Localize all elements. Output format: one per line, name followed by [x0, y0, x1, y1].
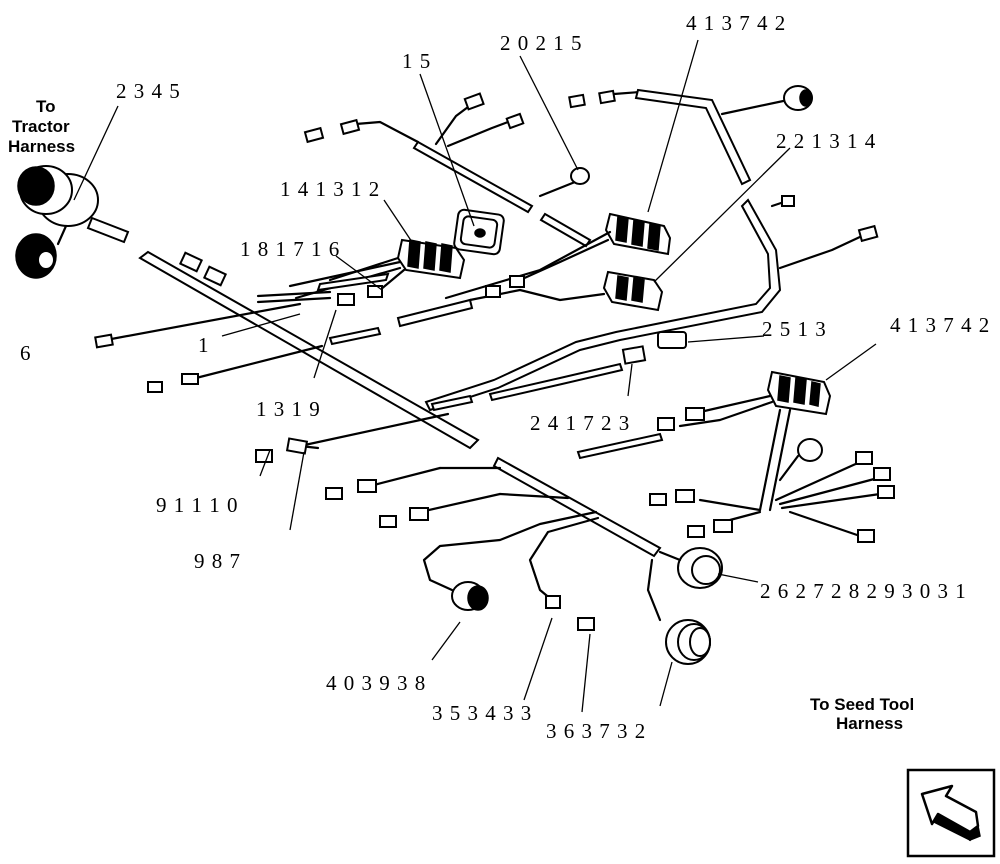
callout-2-3-4-5: 2 3 4 5: [116, 79, 181, 103]
leader-lines: [73, 39, 877, 713]
callout-41-37-42-lower: 4 1 3 7 4 2: [890, 313, 990, 337]
seed-tool-harness-label: To Seed Tool Harness: [810, 695, 914, 733]
top-connectors: [303, 89, 642, 185]
callout-26-27-28-29-30-31: 2 6 2 7 2 8 2 9 3 0 3 1: [760, 579, 967, 603]
seed-label-line1: To Seed Tool: [810, 695, 914, 714]
callout-1-5: 1 5: [402, 49, 431, 73]
callout-14-13-12: 1 4 1 3 1 2: [280, 177, 380, 201]
callouts: 2 3 4 5 1 5 2 0 2 1 5 4 1 3 7 4 2 2 2 1 …: [20, 11, 990, 743]
tractor-label-line2: Tractor: [12, 117, 70, 136]
tractor-label-line3: Harness: [8, 137, 75, 156]
callout-41-37-42-top: 4 1 3 7 4 2: [686, 11, 786, 35]
callout-13-19: 1 3 1 9: [256, 397, 321, 421]
tractor-harness-label: To Tractor Harness: [8, 97, 75, 156]
connector-41-37-42-top: [444, 212, 672, 300]
tractor-connector: [15, 165, 130, 279]
callout-36-37-32: 3 6 3 7 3 2: [546, 719, 646, 743]
callout-1: 1: [198, 333, 210, 357]
callout-25-13: 2 5 1 3: [762, 317, 827, 341]
callout-6: 6: [20, 341, 32, 365]
connector-41-37-42-lower: [649, 370, 895, 543]
callout-20-21-5: 2 0 2 1 5: [500, 31, 583, 55]
tractor-label-line1: To: [36, 97, 56, 116]
callout-18-17-16: 1 8 1 7 1 6: [240, 237, 340, 261]
callout-22-13-14: 2 2 1 3 1 4: [776, 129, 876, 153]
callout-9-8-7: 9 8 7: [194, 549, 241, 573]
mid-right-branch: [255, 331, 687, 463]
callout-35-34-33: 3 5 3 4 3 3: [432, 701, 532, 725]
callout-40-39-38: 4 0 3 9 3 8: [326, 671, 426, 695]
callout-9-11-10: 9 1 1 1 0: [156, 493, 239, 517]
connector-14-13-12: [288, 238, 466, 300]
trunk-connectors: [94, 251, 525, 393]
callout-24-17-23: 2 4 1 7 2 3: [530, 411, 630, 435]
return-arrow-icon[interactable]: [906, 768, 996, 858]
upper-right-tube: [424, 85, 879, 412]
lower-branches: [325, 466, 723, 665]
seed-label-line2: Harness: [836, 714, 903, 733]
gasket-15: [453, 208, 505, 256]
